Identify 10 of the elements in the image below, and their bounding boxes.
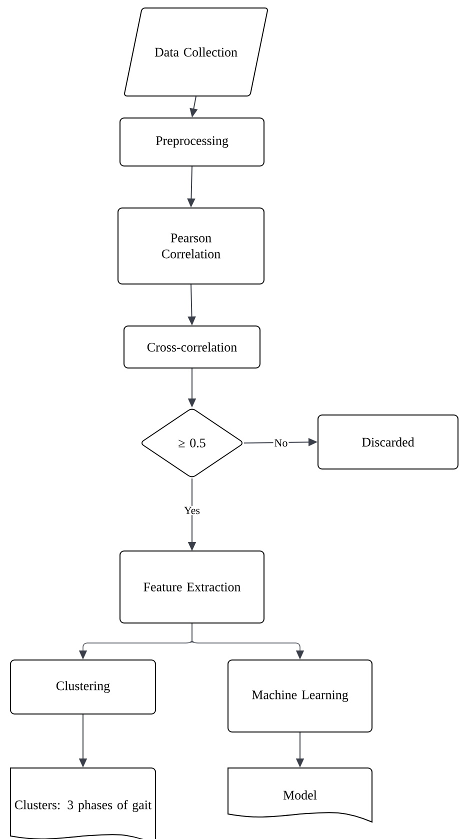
- edge-label: No: [274, 439, 288, 447]
- process-box: Clustering: [10, 660, 156, 714]
- input-parallelogram: Data Collection: [124, 8, 268, 96]
- process-box: Machine Learning: [228, 660, 372, 732]
- edge-label: Yes: [184, 506, 200, 514]
- process-box: Feature Extraction: [120, 550, 264, 624]
- process-box: Preprocessing: [120, 118, 264, 166]
- process-box: Cross-correlation: [124, 326, 260, 368]
- process-box: Discarded: [318, 414, 458, 470]
- process-box: Pearson Correlation: [118, 208, 264, 284]
